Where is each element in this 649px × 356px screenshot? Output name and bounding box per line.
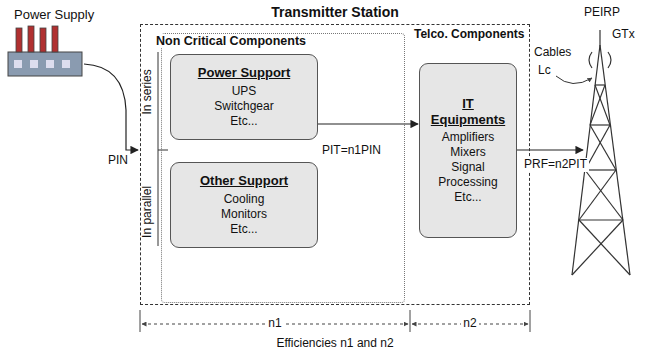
it-equipment-box: IT EquipmentsAmplifiersMixersSignal Proc… — [419, 63, 517, 238]
gain-label: GTx — [612, 28, 635, 42]
station-title: Transmitter Station — [141, 4, 529, 20]
box-item: Amplifiers — [425, 130, 511, 145]
box-heading: Power Support — [198, 65, 290, 81]
non-critical-region: Non Critical ComponentsPower SupportUPSS… — [161, 33, 405, 303]
box-item: Switchgear — [198, 99, 290, 114]
bracket-line — [158, 52, 159, 246]
power-label: PEIRP — [584, 6, 620, 20]
source-label: Power Supply — [14, 8, 94, 23]
rf-arrow — [514, 149, 583, 150]
power-label: PIT=n1PIN — [322, 144, 381, 158]
efficiency-label: n2 — [461, 317, 478, 331]
group-heading: Telco. Components — [414, 28, 524, 42]
box-item: UPS — [198, 84, 290, 99]
efficiency-label: n1 — [266, 317, 283, 331]
station-boundary: Transmitter StationNon Critical Componen… — [140, 24, 530, 305]
efficiency-dimension — [140, 310, 530, 332]
box-item: Monitors — [200, 207, 288, 222]
box-item: Etc... — [425, 190, 511, 205]
supply-arrow — [84, 64, 138, 150]
box-heading: Other Support — [200, 173, 288, 189]
connection-label: In parallel — [141, 186, 155, 238]
caption-label: Efficiencies n1 and n2 — [276, 337, 393, 351]
loss-label: Lc — [538, 64, 551, 78]
box-item: Mixers — [425, 145, 511, 160]
power-label: PIN — [106, 154, 130, 168]
power-support-box: Power SupportUPSSwitchgearEtc... — [170, 54, 318, 140]
power-label: PRF=n2PIT — [522, 158, 589, 172]
flow-arrow — [318, 123, 418, 124]
bracket-line — [158, 150, 168, 151]
other-support-box: Other SupportCoolingMonitorsEtc... — [170, 162, 318, 248]
box-item: Signal Processing — [425, 160, 511, 190]
connection-label: In series — [141, 69, 155, 114]
box-heading: IT Equipments — [428, 96, 508, 129]
region-heading: Non Critical Components — [154, 34, 308, 48]
antenna-tower — [572, 30, 630, 275]
box-item: Cooling — [200, 192, 288, 207]
power-plant-icon — [8, 26, 82, 76]
box-item: Etc... — [198, 114, 290, 129]
box-item: Etc... — [200, 222, 288, 237]
cable-label: Cables — [534, 46, 571, 60]
cable-leader — [556, 76, 592, 84]
